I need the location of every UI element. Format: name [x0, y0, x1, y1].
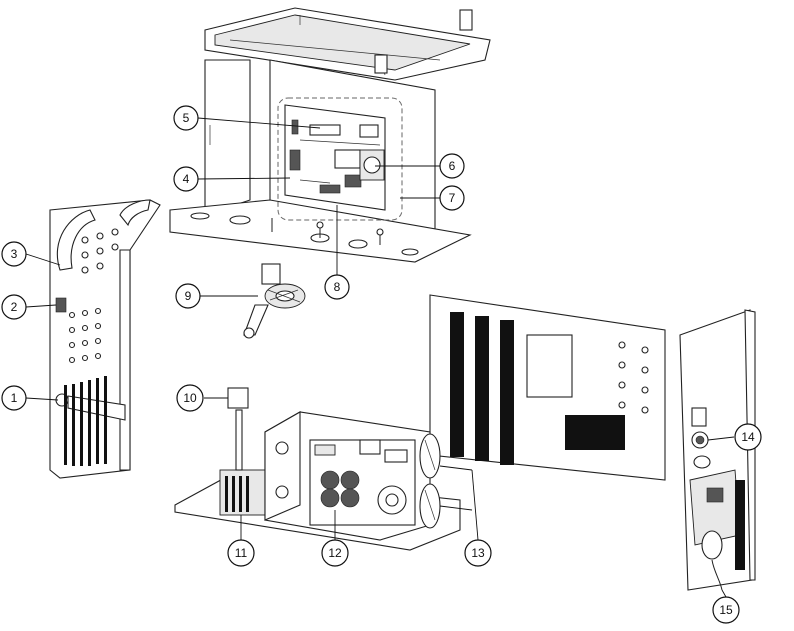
callout-1: 1	[1, 385, 27, 411]
svg-text:10: 10	[183, 391, 197, 405]
callout-12: 12	[321, 539, 349, 567]
leader-lines	[25, 117, 735, 598]
callout-15: 15	[712, 596, 740, 624]
svg-text:1: 1	[11, 391, 18, 405]
callout-13: 13	[464, 539, 492, 567]
top-chassis	[169, 7, 491, 263]
callout-3: 3	[1, 241, 27, 267]
front-panel-holes	[68, 228, 119, 364]
svg-text:4: 4	[183, 172, 190, 186]
front-vents	[64, 376, 107, 466]
svg-text:11: 11	[235, 546, 248, 560]
callout-14: 14	[734, 423, 762, 451]
svg-text:6: 6	[449, 159, 456, 173]
callout-2: 2	[1, 294, 27, 320]
svg-text:8: 8	[334, 280, 341, 294]
callout-11: 11	[227, 539, 255, 567]
toroid-choke	[243, 263, 306, 339]
callout-5: 5	[173, 105, 199, 131]
svg-text:5: 5	[183, 111, 190, 125]
side-panel-vents	[450, 312, 625, 465]
svg-text:12: 12	[328, 546, 342, 560]
transformer-fins	[225, 476, 249, 512]
base-assembly	[174, 387, 461, 551]
svg-text:15: 15	[719, 603, 733, 617]
callout-9: 9	[175, 283, 201, 309]
control-board-group	[277, 97, 403, 221]
svg-text:9: 9	[185, 289, 192, 303]
callout-10: 10	[176, 384, 204, 412]
side-panel	[429, 294, 666, 481]
callout-4: 4	[173, 166, 199, 192]
svg-text:7: 7	[449, 191, 456, 205]
callout-8: 8	[324, 274, 350, 300]
callout-7: 7	[439, 185, 465, 211]
callout-6: 6	[439, 153, 465, 179]
svg-text:13: 13	[471, 546, 485, 560]
svg-text:3: 3	[11, 247, 18, 261]
svg-text:2: 2	[11, 300, 18, 314]
rear-panel	[679, 309, 756, 591]
front-panel	[49, 199, 161, 479]
svg-text:14: 14	[741, 430, 755, 444]
